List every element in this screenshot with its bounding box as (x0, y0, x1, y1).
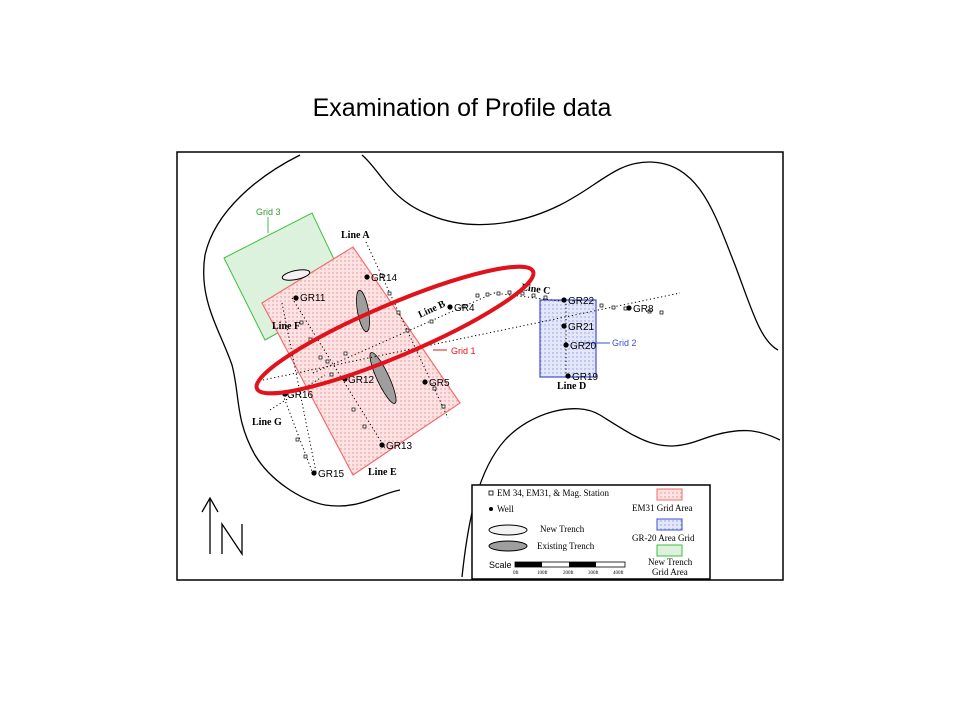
north-arrow-icon (201, 496, 243, 557)
well-label-gr11: GR11 (300, 293, 326, 304)
legend-new-trench-grid-2: Grid Area (652, 567, 688, 577)
well-gr22 (561, 297, 567, 303)
well-gr8 (626, 305, 632, 311)
line-a-label: Line A (341, 230, 370, 241)
well-gr19 (565, 373, 571, 379)
well-gr4 (447, 304, 453, 310)
legend-well: Well (497, 504, 514, 514)
legend-scale-tick-1: 100ft (537, 571, 548, 576)
legend-scale-tick-4: 400ft (613, 571, 624, 576)
legend: EM 34, EM31, & Mag. Station Well New Tre… (471, 484, 711, 580)
legend-scale-tick-0: 0ft (513, 571, 519, 576)
line-g-label: Line G (252, 417, 282, 428)
well-gr20 (563, 342, 569, 348)
line-f-label: Line F (272, 321, 300, 332)
well-label-gr15: GR15 (318, 469, 345, 480)
grid2-label: Grid 2 (612, 338, 637, 348)
well-label-gr4: GR4 (454, 303, 475, 314)
well-label-gr19: GR19 (572, 372, 599, 383)
well-label-gr22: GR22 (568, 296, 595, 307)
well-gr5 (422, 379, 428, 385)
grid2-area (539, 299, 597, 378)
well-label-gr5: GR5 (429, 378, 450, 389)
slide-title: Examination of Profile data (312, 94, 612, 122)
legend-new-trench: New Trench (540, 524, 585, 534)
well-label-gr14: GR14 (371, 273, 398, 284)
grid1-area (261, 246, 461, 476)
well-gr14 (364, 274, 370, 280)
grid3-label: Grid 3 (256, 207, 281, 217)
well-gr13 (379, 442, 385, 448)
legend-scale: Scale (489, 560, 512, 570)
legend-em31-grid: EM31 Grid Area (632, 503, 693, 513)
grid1-label: Grid 1 (451, 346, 476, 356)
well-gr15 (311, 470, 317, 476)
well-label-gr12: GR12 (348, 375, 375, 386)
line-e-label: Line E (368, 467, 397, 478)
line-d-label: Line D (557, 381, 586, 392)
site-boundary-west (203, 154, 401, 507)
legend-gr20-grid: GR-20 Area Grid (632, 533, 695, 543)
new-trench (281, 269, 311, 281)
wells (282, 274, 632, 476)
well-gr11 (293, 295, 299, 301)
well-label-gr16: GR16 (287, 390, 314, 401)
highlight-ellipse (254, 264, 536, 396)
legend-station: EM 34, EM31, & Mag. Station (497, 488, 609, 498)
well-gr21 (561, 323, 567, 329)
well-label-gr8: GR8 (633, 304, 654, 315)
legend-scale-tick-2: 200ft (563, 571, 574, 576)
legend-existing-trench: Existing Trench (537, 541, 595, 551)
site-boundary (361, 154, 779, 351)
well-label-gr13: GR13 (386, 441, 413, 452)
well-label-gr20: GR20 (570, 341, 597, 352)
well-label-gr21: GR21 (568, 322, 595, 333)
legend-new-trench-grid-1: New Trench (648, 557, 693, 567)
survey-lines (262, 241, 681, 475)
existing-trench-1 (356, 289, 370, 333)
stations (295, 273, 664, 459)
legend-scale-tick-3: 300ft (588, 571, 599, 576)
